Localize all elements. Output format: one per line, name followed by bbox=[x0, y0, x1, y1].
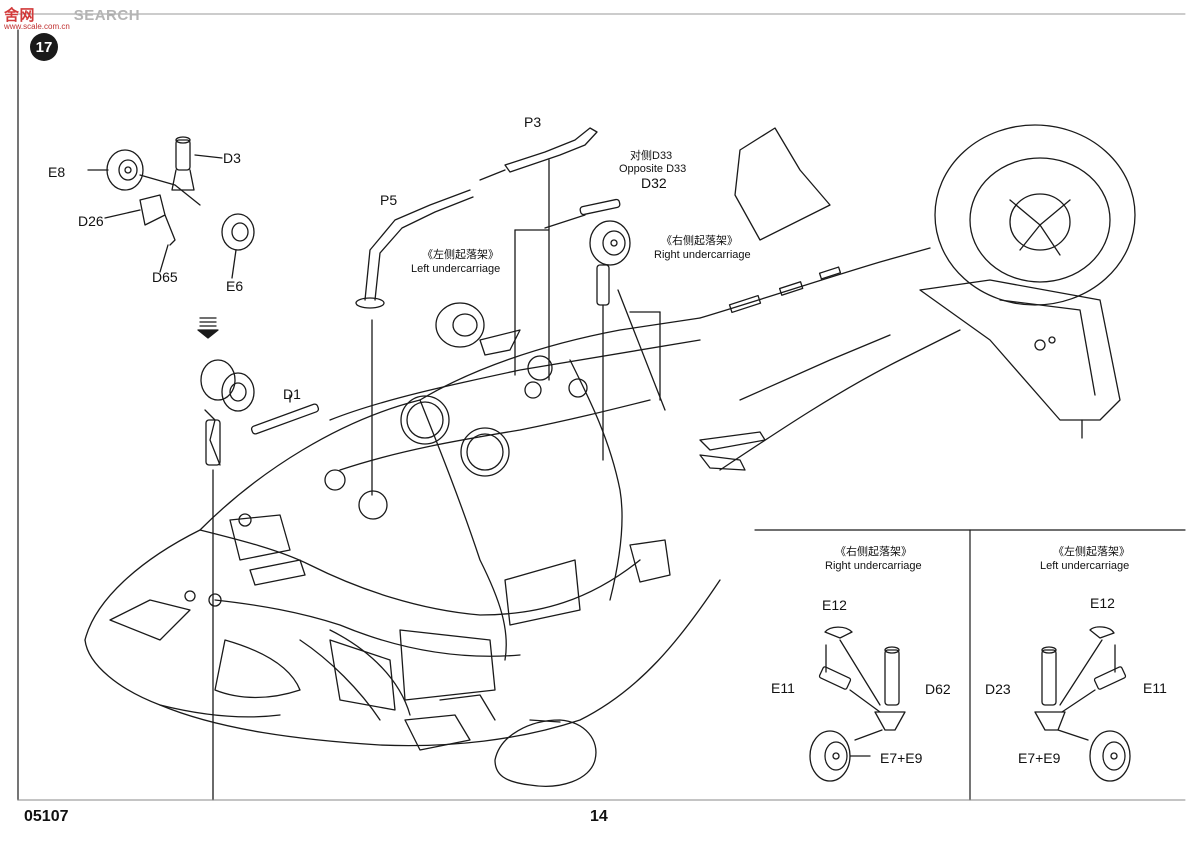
inset-left-e7e9: E7+E9 bbox=[1018, 750, 1061, 766]
right-undercarriage-callout bbox=[544, 198, 666, 461]
label-d65: D65 bbox=[152, 269, 178, 285]
watermark-url: www.scale.com.cn bbox=[4, 22, 70, 31]
page-frame bbox=[17, 13, 1186, 801]
inset-right-e11: E11 bbox=[771, 680, 795, 696]
inset-left-e11: E11 bbox=[1143, 680, 1167, 696]
callout-left-en: Left undercarriage bbox=[411, 263, 501, 275]
assembled-nose-gear bbox=[200, 359, 320, 801]
inset-left-title-en: Left undercarriage bbox=[1040, 560, 1130, 572]
label-d26: D26 bbox=[78, 213, 104, 229]
label-p3: P3 bbox=[524, 114, 542, 130]
inset-right-e7e9: E7+E9 bbox=[880, 750, 923, 766]
kit-number: 05107 bbox=[24, 808, 69, 825]
antenna-parts bbox=[355, 127, 598, 496]
watermark-cn: 舍 bbox=[4, 7, 20, 24]
watermark-en: SEARCH bbox=[73, 7, 141, 24]
helicopter-fuselage bbox=[84, 124, 1136, 787]
inset-right-title-en: Right undercarriage bbox=[825, 560, 922, 572]
label-opposite-cn: 对侧D33 bbox=[630, 150, 673, 162]
step-number-badge: 17 bbox=[30, 33, 58, 61]
label-e6: E6 bbox=[226, 278, 244, 294]
down-arrow bbox=[197, 317, 219, 339]
label-d3: D3 bbox=[223, 150, 241, 166]
inset-left-title-cn: 《左侧起落架》 bbox=[1053, 546, 1130, 558]
nose-wheel-subassembly bbox=[87, 136, 255, 279]
callout-right-en: Right undercarriage bbox=[654, 249, 751, 261]
right-undercarriage-inset-drawing bbox=[809, 626, 906, 782]
watermark: 舍网 SEARCH bbox=[4, 4, 140, 25]
label-d32: D32 bbox=[641, 175, 667, 191]
page-number: 14 bbox=[590, 808, 608, 825]
label-e8: E8 bbox=[48, 164, 66, 180]
label-d1: D1 bbox=[283, 386, 301, 402]
inset-right-d62: D62 bbox=[925, 681, 951, 697]
watermark-cn-2: 网 bbox=[19, 7, 36, 24]
inset-left-d23: D23 bbox=[985, 681, 1011, 697]
inset-left-e12: E12 bbox=[1090, 595, 1115, 611]
label-opposite-en: Opposite D33 bbox=[619, 163, 687, 175]
label-p5: P5 bbox=[380, 192, 398, 208]
callout-right-cn: 《右侧起落架》 bbox=[661, 235, 738, 247]
inset-right-title-cn: 《右侧起落架》 bbox=[835, 546, 912, 558]
callout-left-cn: 《左侧起落架》 bbox=[422, 249, 499, 261]
inset-right-e12: E12 bbox=[822, 597, 847, 613]
inset-frames bbox=[17, 529, 1186, 801]
left-undercarriage-inset-drawing bbox=[1034, 626, 1131, 782]
